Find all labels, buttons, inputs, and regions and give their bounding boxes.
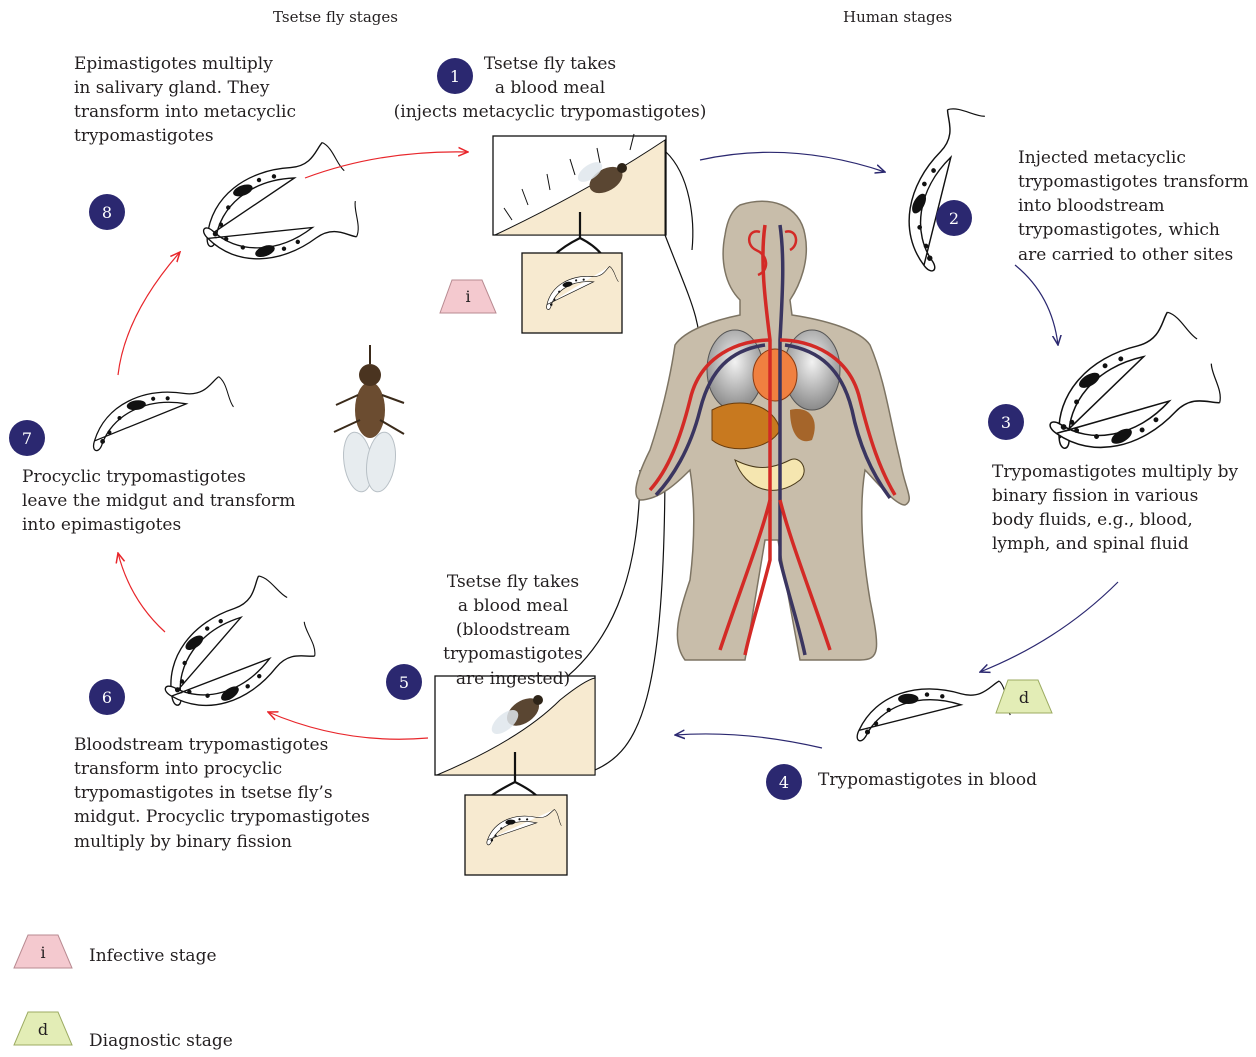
parasite-stage-3	[1030, 306, 1230, 482]
svg-text:i: i	[465, 287, 470, 306]
svg-text:d: d	[38, 1020, 48, 1039]
step-7-text: Procyclic trypomastigotes leave the midg…	[22, 465, 322, 537]
step-2-badge: 2	[936, 200, 972, 236]
parasite-stage-2	[877, 99, 1009, 272]
human-circulatory-system	[636, 201, 909, 660]
arrow-7-to-8	[118, 252, 180, 375]
parasite-stage-6	[142, 570, 323, 738]
svg-text:d: d	[1019, 688, 1029, 707]
connector-panel1-top	[666, 152, 693, 250]
arrow-1-to-2	[700, 152, 885, 172]
legend-infective-label: Infective stage	[89, 946, 217, 966]
parasite-stage-4	[857, 681, 1010, 741]
step-2-text: Injected metacyclic trypomastigotes tran…	[1018, 146, 1254, 267]
step-4-text: Trypomastigotes in blood	[818, 768, 1118, 792]
infective-marker-diagram: i	[440, 280, 496, 313]
step-3-badge: 3	[988, 404, 1024, 440]
header-human-stages: Human stages	[843, 8, 952, 26]
step-7-badge: 7	[9, 420, 45, 456]
parasite-stage-7	[86, 375, 237, 451]
step-1-text: Tsetse fly takes a blood meal (injects m…	[390, 52, 710, 124]
step-5-text: Tsetse fly takes a blood meal (bloodstre…	[388, 570, 638, 691]
parasite-stage-8	[189, 139, 367, 286]
tsetse-fly-photo	[320, 340, 408, 494]
arrow-4-to-5	[675, 734, 822, 748]
arrow-3-to-4	[980, 582, 1118, 672]
arrow-6-to-7	[118, 553, 165, 632]
svg-text:i: i	[40, 943, 45, 962]
legend-diagnostic-label: Diagnostic stage	[89, 1031, 233, 1051]
header-fly-stages: Tsetse fly stages	[273, 8, 398, 26]
step-6-text: Bloodstream trypomastigotes transform in…	[74, 733, 384, 854]
legend-infective-icon: i	[14, 935, 72, 968]
arrow-2-to-3	[1015, 265, 1058, 345]
step-8-text: Epimastigotes multiply in salivary gland…	[74, 52, 334, 149]
diagnostic-marker-diagram: d	[996, 680, 1052, 713]
step-6-badge: 6	[89, 679, 125, 715]
arrow-8-to-1	[305, 152, 468, 178]
step-4-badge: 4	[766, 764, 802, 800]
step-8-badge: 8	[89, 194, 125, 230]
step-3-text: Trypomastigotes multiply by binary fissi…	[992, 460, 1254, 557]
legend-diagnostic-icon: d	[14, 1012, 72, 1045]
